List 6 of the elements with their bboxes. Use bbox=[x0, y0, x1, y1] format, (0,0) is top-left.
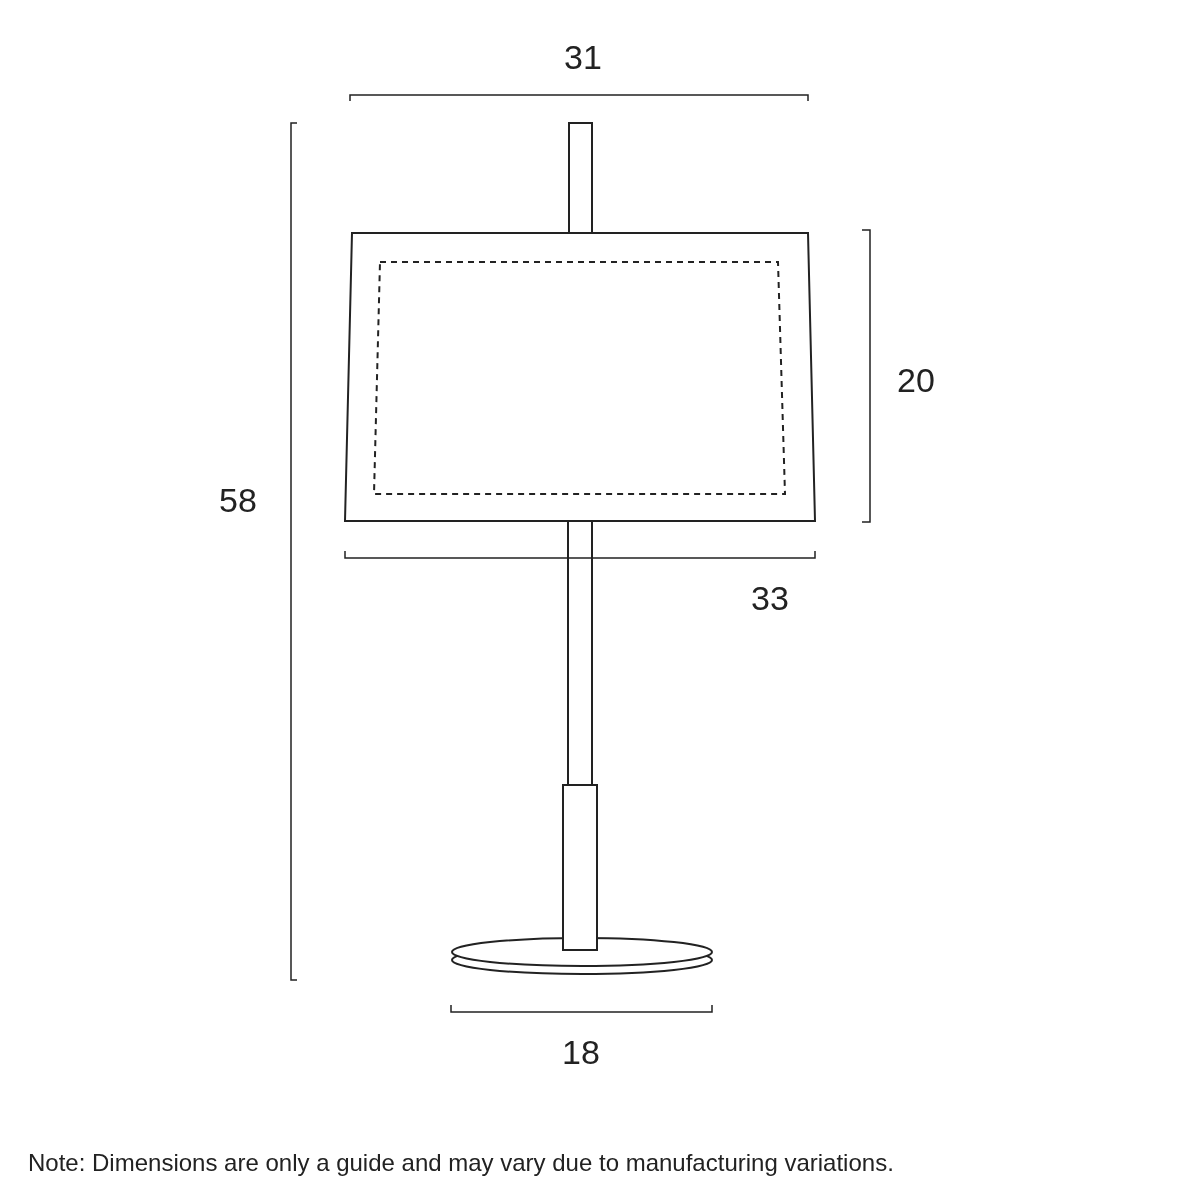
dimension-label: 20 bbox=[897, 360, 935, 400]
dimension-label: 33 bbox=[751, 578, 789, 618]
dimension-label: 31 bbox=[564, 37, 602, 77]
note-text: Note: Dimensions are only a guide and may vary due to manufacturing variations. bbox=[28, 1148, 894, 1178]
dimension-label: 58 bbox=[219, 480, 257, 520]
dimension-label: 18 bbox=[562, 1032, 600, 1072]
